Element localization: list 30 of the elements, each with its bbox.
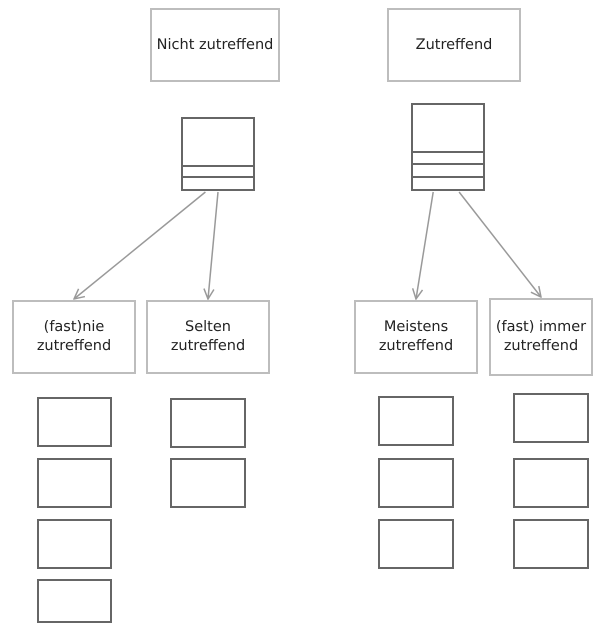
response-box — [378, 396, 454, 446]
category-box — [150, 8, 280, 82]
arrow — [203, 192, 219, 300]
category-box — [354, 300, 478, 374]
response-box — [37, 458, 112, 508]
response-box — [513, 393, 589, 443]
response-box — [378, 519, 454, 569]
arrow — [458, 192, 542, 298]
category-label: Nicht zutreffend — [156, 36, 274, 54]
category-box — [12, 300, 136, 374]
stacked-box — [411, 103, 485, 191]
category-box — [489, 298, 593, 376]
category-label: Zutreffend — [416, 36, 492, 54]
response-box — [378, 458, 454, 508]
response-box — [170, 398, 246, 448]
category-label: (fast) immer zutreffend — [494, 318, 588, 356]
response-box — [37, 397, 112, 447]
arrow — [412, 192, 434, 300]
response-box — [170, 458, 246, 508]
category-label: Meistens zutreffend — [378, 318, 454, 356]
arrow — [73, 191, 206, 300]
category-label: (fast)nie zutreffend — [36, 318, 112, 356]
stacked-box — [181, 117, 255, 191]
category-box — [387, 8, 521, 82]
category-label: Selten zutreffend — [170, 318, 246, 356]
category-box — [146, 300, 270, 374]
response-box — [37, 579, 112, 623]
response-box — [513, 519, 589, 569]
response-box — [37, 519, 112, 569]
response-box — [513, 458, 589, 508]
